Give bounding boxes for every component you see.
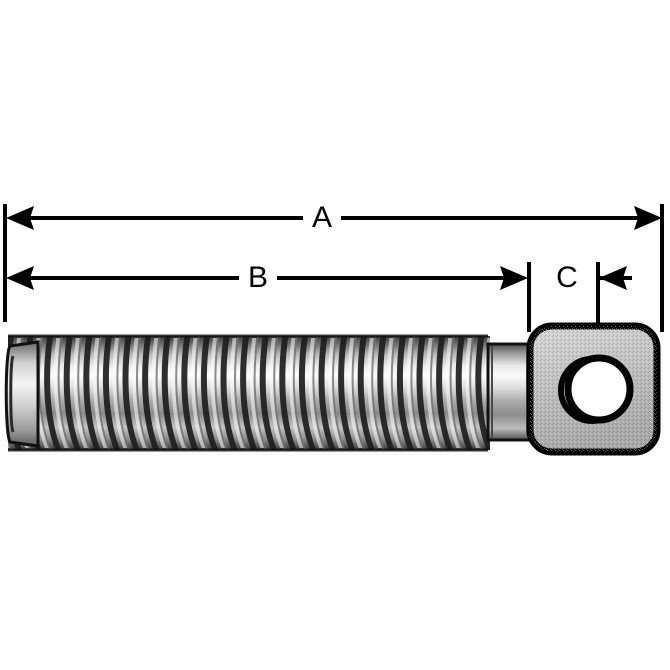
slot-end-body <box>4 340 40 448</box>
thread-valley <box>63 336 82 450</box>
thread-separator <box>57 335 71 451</box>
thread-separator <box>234 335 248 451</box>
thread-separator <box>77 335 91 451</box>
thread-separator <box>430 335 444 451</box>
thread-valley <box>357 336 376 450</box>
thread-separator <box>390 335 405 451</box>
dimension-b-arrow-left <box>6 266 34 290</box>
thread-separator <box>96 335 111 451</box>
thread-separator <box>253 335 267 451</box>
thread-separator <box>410 335 424 451</box>
slot-groove <box>9 355 15 433</box>
thread-separator <box>469 335 483 451</box>
thread-outline <box>8 334 488 452</box>
thread-crest <box>112 338 128 448</box>
eye-hole <box>564 354 634 424</box>
thread-valley <box>259 336 278 450</box>
thread-crest <box>308 338 324 448</box>
thread-separator <box>175 335 189 451</box>
thread-valley <box>338 336 356 450</box>
thread-valley <box>416 336 434 450</box>
thread-separator <box>194 335 209 451</box>
thread-valley <box>200 336 219 450</box>
dimension-a: A <box>6 201 662 234</box>
thread-separator <box>351 335 365 451</box>
thread-valley <box>0 336 3 450</box>
thread-valley <box>279 336 297 450</box>
thread-crest <box>8 443 10 448</box>
thread-crest <box>347 338 363 448</box>
thread-valley <box>396 336 415 450</box>
thread-valley <box>161 336 180 450</box>
thread-crest <box>426 338 441 448</box>
thread-crest <box>406 338 422 448</box>
thread-crest <box>269 338 285 448</box>
dimension-c: C <box>556 261 632 294</box>
thread-crest <box>151 338 167 448</box>
thread-separator <box>449 335 463 451</box>
threaded-shank <box>0 335 490 451</box>
dimension-a-label: A <box>312 201 332 234</box>
thread-crest <box>367 338 383 448</box>
dimension-c-label: C <box>556 261 578 294</box>
thread-crest <box>53 338 69 448</box>
thread-crest <box>387 338 402 448</box>
thread-valley <box>220 336 238 450</box>
thread-crest <box>465 338 481 448</box>
thread-separator <box>116 335 130 451</box>
thread-separator <box>273 335 287 451</box>
dimension-lines: A B C <box>3 201 664 332</box>
smooth-collar <box>486 342 534 442</box>
thread-valley <box>475 336 490 450</box>
thread-separator <box>214 335 228 451</box>
dimension-a-arrow-right <box>634 206 662 230</box>
thread-valley <box>240 336 258 450</box>
dimension-b-arrow-right <box>500 266 528 290</box>
thread-crest <box>289 338 304 448</box>
threaded-eye-bolt <box>0 322 661 456</box>
thread-valley <box>436 336 454 450</box>
thread-crest <box>73 338 89 448</box>
thread-valley <box>44 336 62 450</box>
thread-crest <box>132 338 147 448</box>
dimension-c-arrow-left <box>599 266 627 290</box>
dimension-a-arrow-left <box>6 206 34 230</box>
thread-separator <box>332 335 346 451</box>
thread-crest <box>230 338 245 448</box>
thread-valley <box>181 336 199 450</box>
thread-valley <box>83 336 101 450</box>
thread-valley <box>318 336 336 450</box>
collar-body <box>486 342 534 442</box>
dimension-b: B <box>6 261 528 294</box>
slotted-end <box>4 340 40 448</box>
thread-valley <box>298 336 317 450</box>
thread-separator <box>155 335 169 451</box>
thread-valley <box>142 336 160 450</box>
thread-separator <box>136 335 150 451</box>
thread-crest <box>191 338 206 448</box>
thread-separator <box>371 335 385 451</box>
thread-separator <box>292 335 307 451</box>
thread-crest <box>210 338 226 448</box>
thread-crest <box>249 338 265 448</box>
thread-crest <box>328 338 343 448</box>
thread-valley <box>122 336 140 450</box>
extension-lines <box>3 204 664 332</box>
thread-crest <box>93 338 108 448</box>
thread-crest <box>171 338 187 448</box>
eye-head <box>526 322 661 456</box>
thread-valley <box>377 336 395 450</box>
dimension-b-label: B <box>248 261 268 294</box>
thread-crest <box>445 338 461 448</box>
thread-valley <box>455 336 474 450</box>
thread-valley <box>102 336 121 450</box>
thread-separator <box>312 335 326 451</box>
